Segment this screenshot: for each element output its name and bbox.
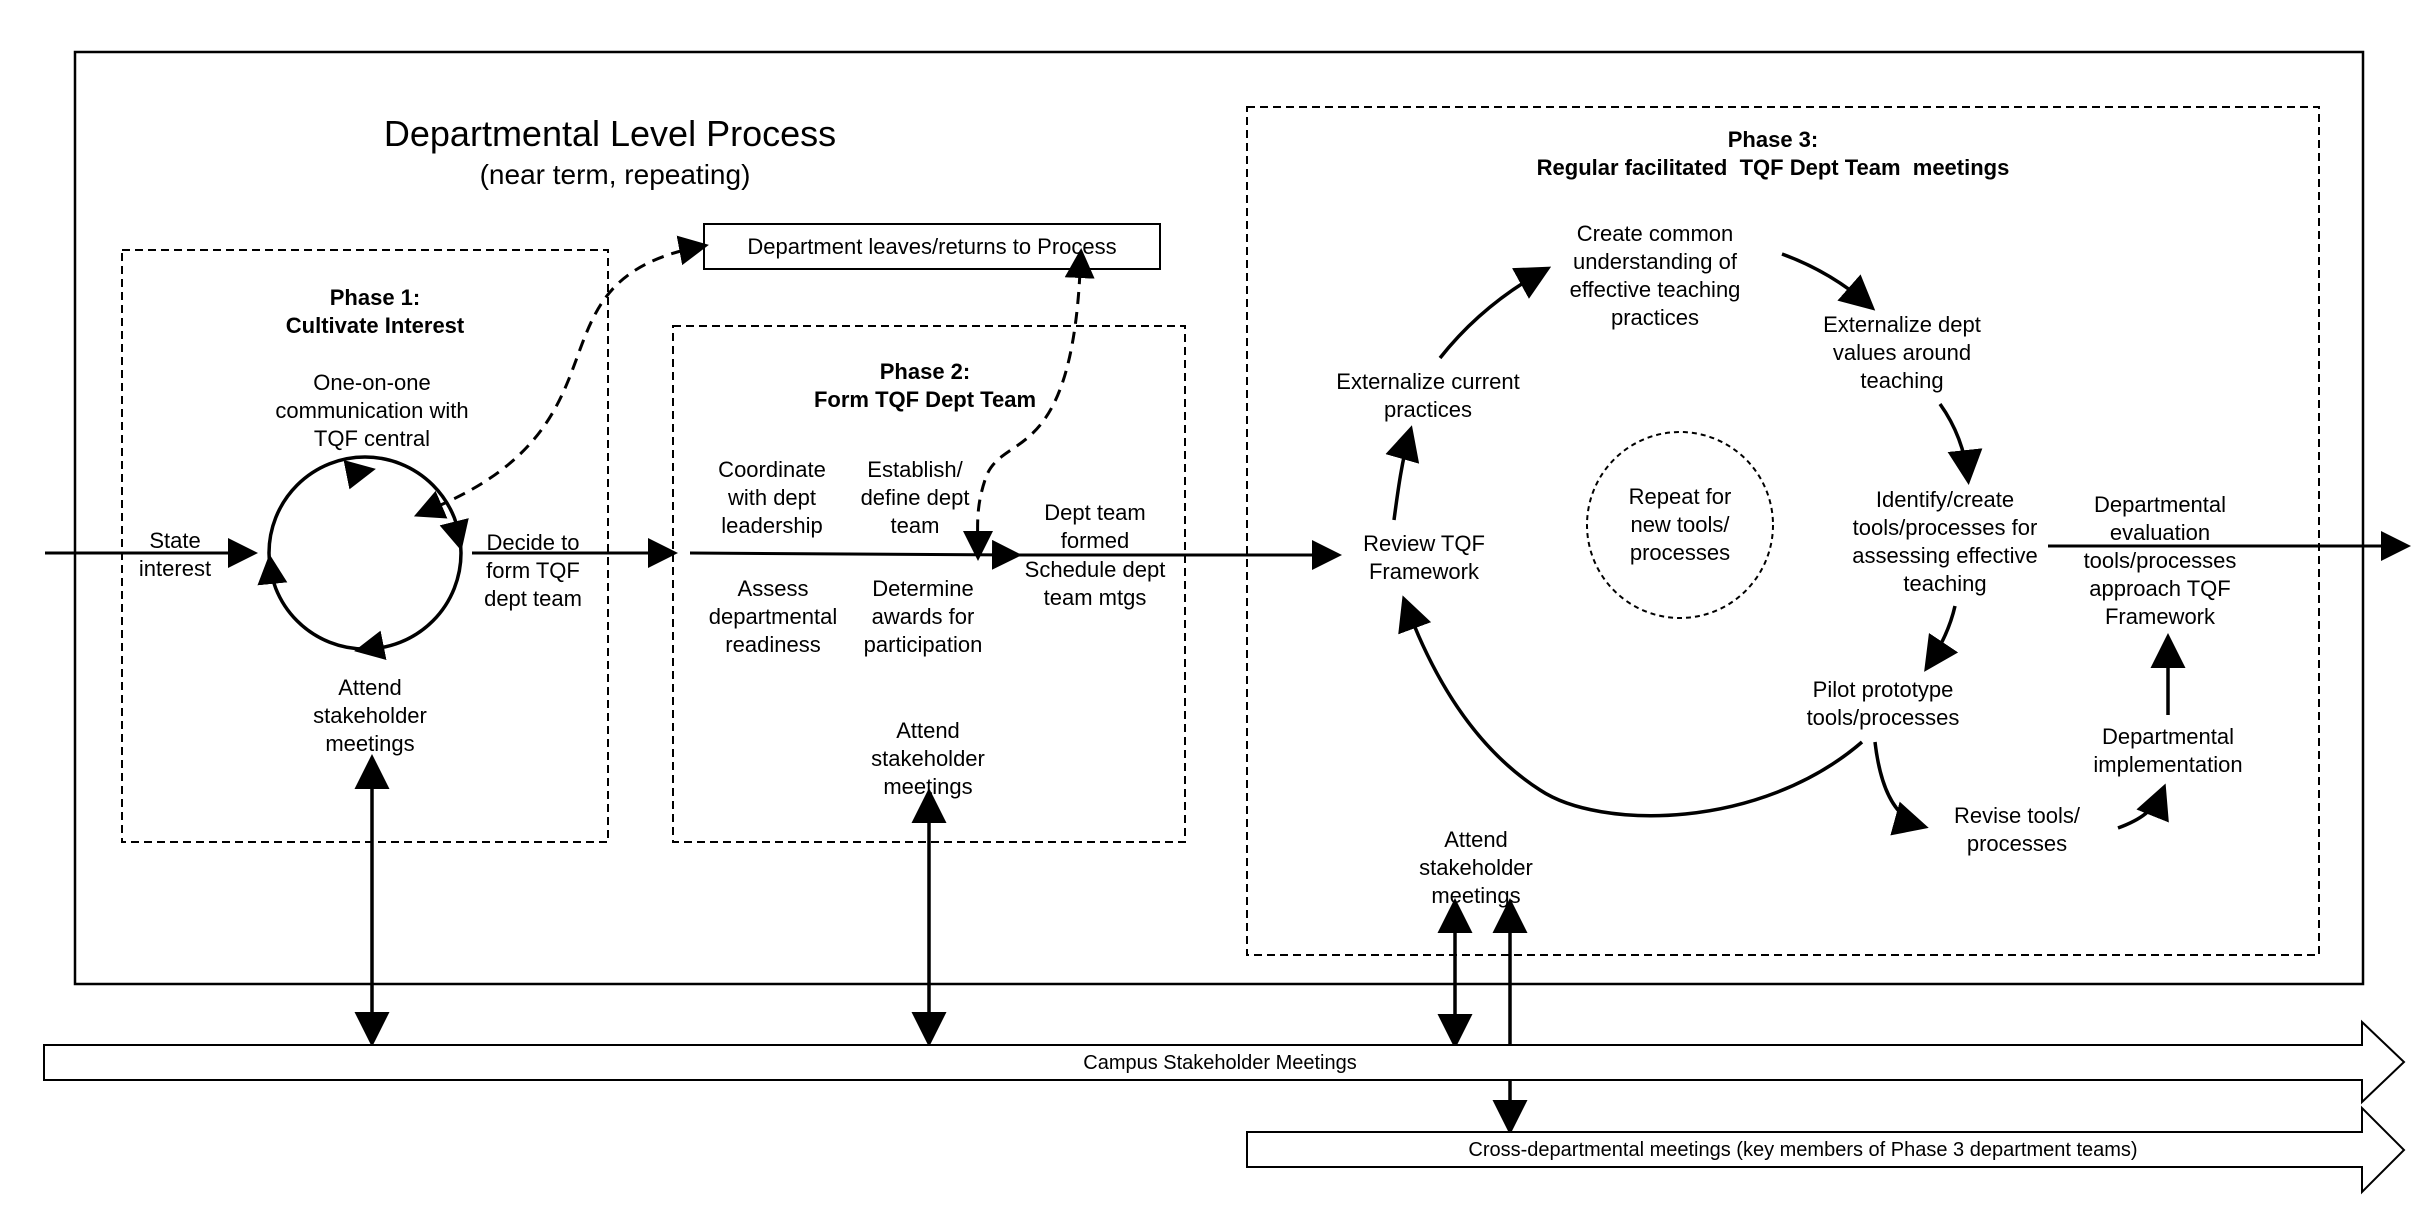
phase3-title: Phase 3: Regular facilitated TQF Dept Te… (1536, 127, 2010, 180)
arrow-externalize-to-create (1438, 266, 1552, 360)
leaves-box-label: Department leaves/returns to Process (747, 234, 1117, 259)
phase2-coordinate-label: Coordinate with dept leadership (718, 457, 826, 538)
phase2-flow (689, 539, 1022, 570)
phase3-revise-label: Revise tools/ processes (1954, 803, 2080, 856)
outer-frame (73, 50, 2365, 986)
phase3-repeat-label: Repeat for new tools/ processes (1628, 484, 1732, 565)
phase2-formed-label: Dept team formed (1044, 500, 1146, 553)
decide-label: Decide to form TQF dept team (484, 530, 582, 611)
phase2-schedule-label: Schedule dept team mtgs (1024, 557, 1166, 610)
arrow-values-to-identify (1938, 402, 1983, 485)
phase1-top-label: One-on-one communication with TQF centra… (275, 370, 469, 451)
cycle-tick-bottom (354, 630, 387, 661)
arrow-identify-to-pilot (1924, 605, 1959, 672)
phase3-box (1246, 106, 2320, 956)
cross-bar-arrow (1246, 1105, 2406, 1195)
phase2-stakeholder-label: Attend stakeholder meetings (871, 718, 985, 799)
arrow-pilot-to-revise (1873, 741, 1929, 836)
phase2-determine-label: Determine awards for participation (863, 576, 983, 657)
phase3-create-common-label: Create common understanding of effective… (1569, 221, 1741, 330)
phase3-stakeholder-label: Attend stakeholder meetings (1419, 827, 1533, 908)
phase3-externalize-values-label: Externalize dept values around teaching (1823, 312, 1981, 393)
dashed-link-phase1 (413, 235, 709, 519)
phase3-review-label: Review TQF Framework (1363, 531, 1485, 584)
phase1-bottom-label: Attend stakeholder meetings (313, 675, 427, 756)
arrow-pilot-to-review (1398, 595, 1864, 818)
arrow-create-to-values (1781, 252, 1876, 311)
campus-bar-label: Campus Stakeholder Meetings (1083, 1052, 1357, 1074)
diagram-subtitle: (near term, repeating) (479, 159, 751, 190)
cycle-tick-right (439, 518, 469, 551)
cross-bar-label: Cross-departmental meetings (key members… (1468, 1139, 2138, 1161)
phase3-externalize-current-label: Externalize current practices (1336, 369, 1520, 422)
phase2-title: Phase 2: Form TQF Dept Team (813, 359, 1037, 412)
phase3-pilot-label: Pilot prototype tools/processes (1806, 677, 1960, 730)
state-interest-label: State interest (138, 528, 212, 581)
campus-bar-arrow (43, 1019, 2406, 1105)
repeat-circle (1586, 431, 1774, 619)
phase1-title: Phase 1: Cultivate Interest (285, 285, 465, 338)
phase2-establish-label: Establish/ define dept team (860, 457, 970, 538)
cycle-tick-left (257, 554, 288, 586)
phase1-cycle (267, 455, 463, 651)
phase3-identify-label: Identify/create tools/processes for asse… (1852, 487, 2038, 596)
arrow-revise-to-implementation (2117, 783, 2169, 830)
diagram-title: Departmental Level Process (383, 113, 837, 154)
arrow-review-to-externalize (1385, 425, 1420, 521)
phase3-implementation-label: Departmental implementation (2093, 724, 2243, 777)
cycle-tick-top (343, 459, 376, 490)
dashed-link-phase2 (962, 248, 1095, 561)
phase2-assess-label: Assess departmental readiness (708, 576, 838, 657)
phase3-evaluation-label: Departmental evaluation tools/processes … (2083, 492, 2237, 629)
phase2-box (672, 325, 1186, 843)
